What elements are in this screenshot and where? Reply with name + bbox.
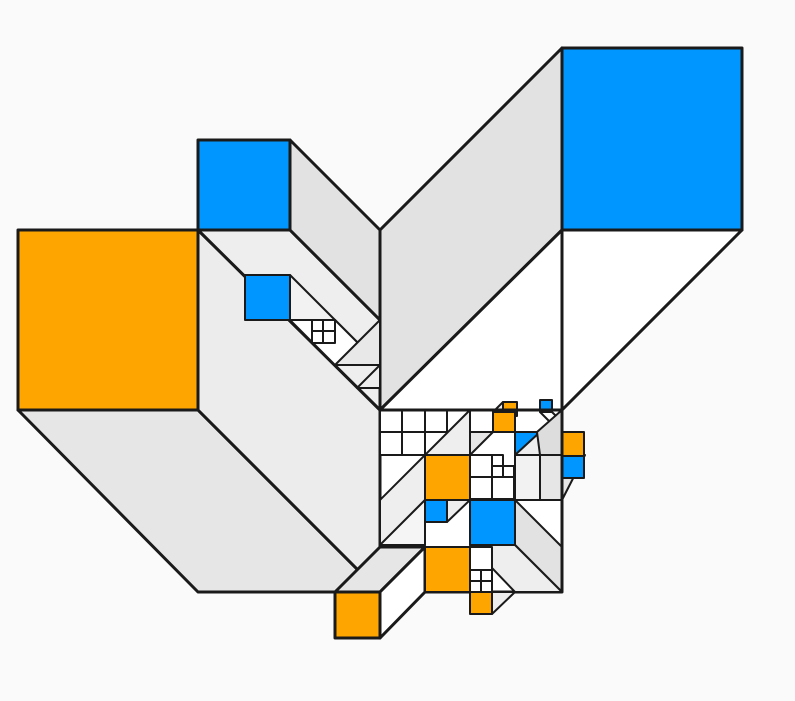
orange-square <box>16 228 200 412</box>
orange-square <box>424 454 471 501</box>
prism-face <box>356 364 381 389</box>
blue-square <box>560 46 744 232</box>
prism-face <box>469 431 494 456</box>
orange-square <box>561 431 585 457</box>
orange-square <box>469 591 493 615</box>
grid-cell <box>469 476 493 500</box>
blue-square <box>244 274 291 321</box>
blue-square <box>196 138 292 232</box>
grid-cell <box>491 476 515 500</box>
grid-cell <box>469 454 493 478</box>
grid-cell <box>502 465 515 478</box>
blue-square <box>561 455 585 479</box>
blue-square <box>469 499 516 546</box>
prism-face <box>446 499 471 523</box>
prism-face <box>560 228 744 412</box>
blue-square <box>424 499 448 523</box>
prism-face <box>491 591 516 615</box>
grid-cell <box>491 454 504 467</box>
prism-face <box>334 319 381 366</box>
orange-square <box>492 411 516 433</box>
orange-square <box>424 546 471 593</box>
orange-square <box>333 590 382 640</box>
